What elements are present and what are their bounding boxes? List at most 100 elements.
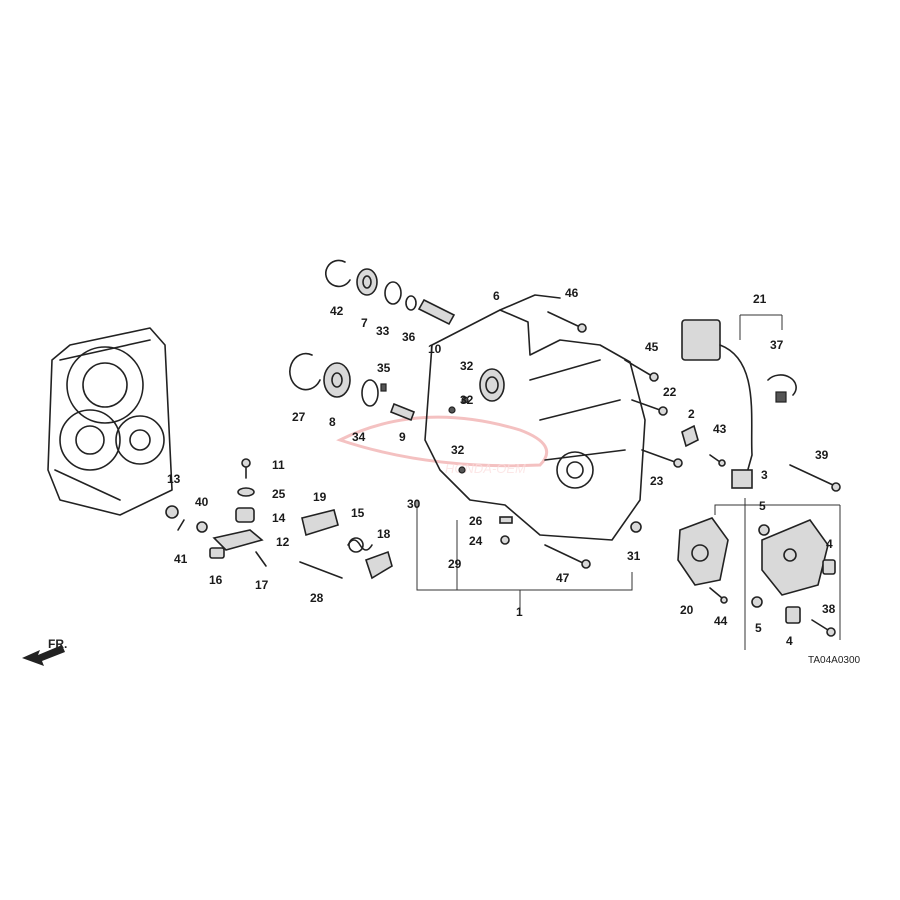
callout-15: 15 [351, 506, 365, 520]
callout-17: 17 [255, 578, 269, 592]
part-pipe-10 [417, 298, 456, 326]
callout-44: 44 [714, 614, 728, 628]
leader-lines [416, 314, 841, 650]
switch-20 [677, 517, 729, 586]
callout-27: 27 [292, 410, 306, 424]
callout-28: 28 [310, 591, 324, 605]
bolt-17 [255, 551, 267, 567]
part-5-lower [751, 596, 763, 608]
callout-32-c: 32 [451, 443, 465, 457]
part-circlip-42 [325, 259, 351, 288]
part-13 [165, 505, 179, 519]
callout-1: 1 [516, 605, 523, 619]
watermark-logo: HONDA-OEM [336, 415, 549, 476]
callout-22: 22 [663, 385, 677, 399]
callout-16: 16 [209, 573, 223, 587]
bolt-22 [631, 399, 668, 416]
part-circlip-27 [289, 352, 321, 391]
transmission-housing-left [47, 327, 173, 516]
part-25 [237, 487, 255, 497]
part-4-lower [785, 606, 801, 624]
part-dowel-35 [380, 383, 387, 392]
callout-30: 30 [407, 497, 421, 511]
transmission-case-1 [424, 294, 646, 541]
callout-8: 8 [329, 415, 336, 429]
callout-26: 26 [469, 514, 483, 528]
cover-3 [761, 519, 829, 596]
bolt-44 [709, 587, 728, 604]
bracket-2 [681, 424, 699, 448]
part-41 [177, 519, 185, 531]
callout-9: 9 [399, 430, 406, 444]
bolt-45 [624, 359, 659, 382]
part-4-upper [822, 559, 836, 575]
diagram-code: TA04A0300 [808, 655, 861, 666]
watermark-text: HONDA-OEM [445, 461, 526, 476]
shaft-28 [299, 561, 343, 579]
callout-labels: 42 7 33 36 10 6 46 27 8 34 9 35 32 32 32… [167, 286, 836, 648]
callout-10: 10 [428, 342, 442, 356]
callout-35: 35 [377, 361, 391, 375]
lever-12 [212, 529, 264, 551]
bolt-46 [547, 311, 587, 333]
bolt-38 [811, 619, 836, 637]
callout-2: 2 [688, 407, 695, 421]
callout-18: 18 [377, 527, 391, 541]
callout-33: 33 [376, 324, 390, 338]
callout-29: 29 [448, 557, 462, 571]
part-shim-33 [384, 281, 402, 305]
part-16 [209, 547, 225, 559]
callout-25: 25 [272, 487, 286, 501]
callout-45: 45 [645, 340, 659, 354]
callout-14: 14 [272, 511, 286, 525]
callout-20: 20 [680, 603, 694, 617]
callout-40: 40 [195, 495, 209, 509]
part-5-upper [758, 524, 770, 536]
callout-34: 34 [352, 430, 366, 444]
callout-6: 6 [493, 289, 500, 303]
callout-37: 37 [770, 338, 784, 352]
part-bearing-7 [356, 268, 378, 296]
callout-24: 24 [469, 534, 483, 548]
front-arrow-icon: FR. [22, 637, 67, 666]
callout-38: 38 [822, 602, 836, 616]
callout-42: 42 [330, 304, 344, 318]
bolt-43 [709, 454, 726, 467]
part-shim-34 [361, 379, 379, 407]
callout-23: 23 [650, 474, 664, 488]
callout-32-b: 32 [460, 393, 474, 407]
callout-36: 36 [402, 330, 416, 344]
part-14 [235, 507, 255, 523]
part-40 [196, 521, 208, 533]
part-18 [364, 550, 393, 580]
bolt-23 [641, 449, 683, 468]
callout-4-a: 4 [826, 537, 833, 551]
bolt-39 [789, 464, 841, 492]
callout-5-a: 5 [759, 499, 766, 513]
part-bearing-8 [323, 362, 351, 398]
part-pipe-9 [389, 402, 416, 422]
callout-3: 3 [761, 468, 768, 482]
callout-11: 11 [272, 458, 285, 472]
clip-37 [767, 374, 797, 403]
callout-46: 46 [565, 286, 579, 300]
callout-19: 19 [313, 490, 327, 504]
callout-43: 43 [713, 422, 727, 436]
callout-12: 12 [276, 535, 290, 549]
sensor-harness-21 [681, 319, 753, 489]
callout-39: 39 [815, 448, 829, 462]
part-26 [499, 516, 513, 524]
callout-13: 13 [167, 472, 181, 486]
callout-32-a: 32 [460, 359, 474, 373]
front-label: FR. [48, 637, 67, 651]
callout-5-b: 5 [755, 621, 762, 635]
nut-31 [630, 521, 642, 533]
part-oring-36 [405, 295, 417, 311]
callout-4-b: 4 [786, 634, 793, 648]
shaft-19 [301, 509, 339, 537]
part-24 [500, 535, 510, 545]
callout-31: 31 [627, 549, 641, 563]
callout-7: 7 [361, 316, 368, 330]
callout-21: 21 [753, 292, 767, 306]
